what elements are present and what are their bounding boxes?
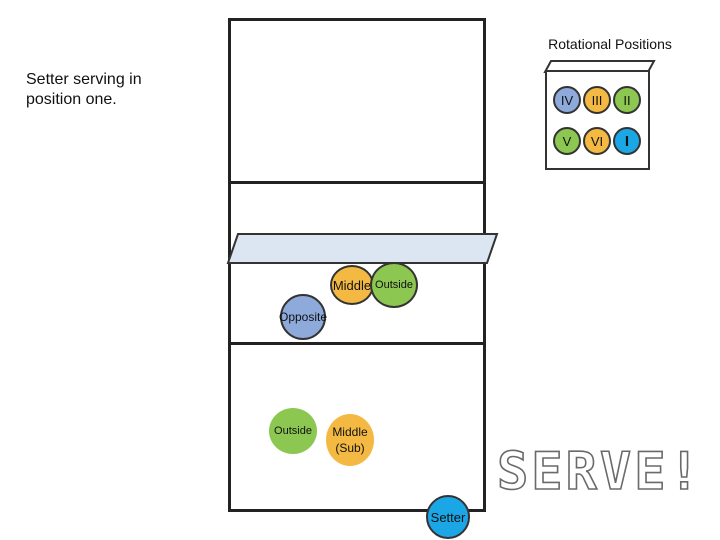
player-setter: Setter — [426, 495, 470, 539]
rotation-position-i: I — [613, 127, 641, 155]
player-middle-sub: Middle (Sub) — [326, 414, 374, 466]
rotation-position-v: V — [553, 127, 581, 155]
rotation-box — [545, 70, 650, 170]
player-outside-back: Outside — [269, 408, 317, 454]
serve-text: SERVE! — [496, 441, 703, 503]
court-far-half — [228, 18, 486, 181]
rotation-position-vi: VI — [583, 127, 611, 155]
rotation-position-iv: IV — [553, 86, 581, 114]
rotation-position-ii: II — [613, 86, 641, 114]
rotation-title: Rotational Positions — [548, 36, 672, 52]
player-opposite: Opposite — [279, 294, 327, 340]
net — [226, 233, 499, 264]
caption-text: Setter serving in position one. — [26, 71, 142, 108]
player-middle: Middle — [330, 265, 374, 305]
court-near-half — [228, 345, 486, 512]
rotation-position-iii: III — [583, 86, 611, 114]
player-outside-front: Outside — [370, 262, 418, 308]
